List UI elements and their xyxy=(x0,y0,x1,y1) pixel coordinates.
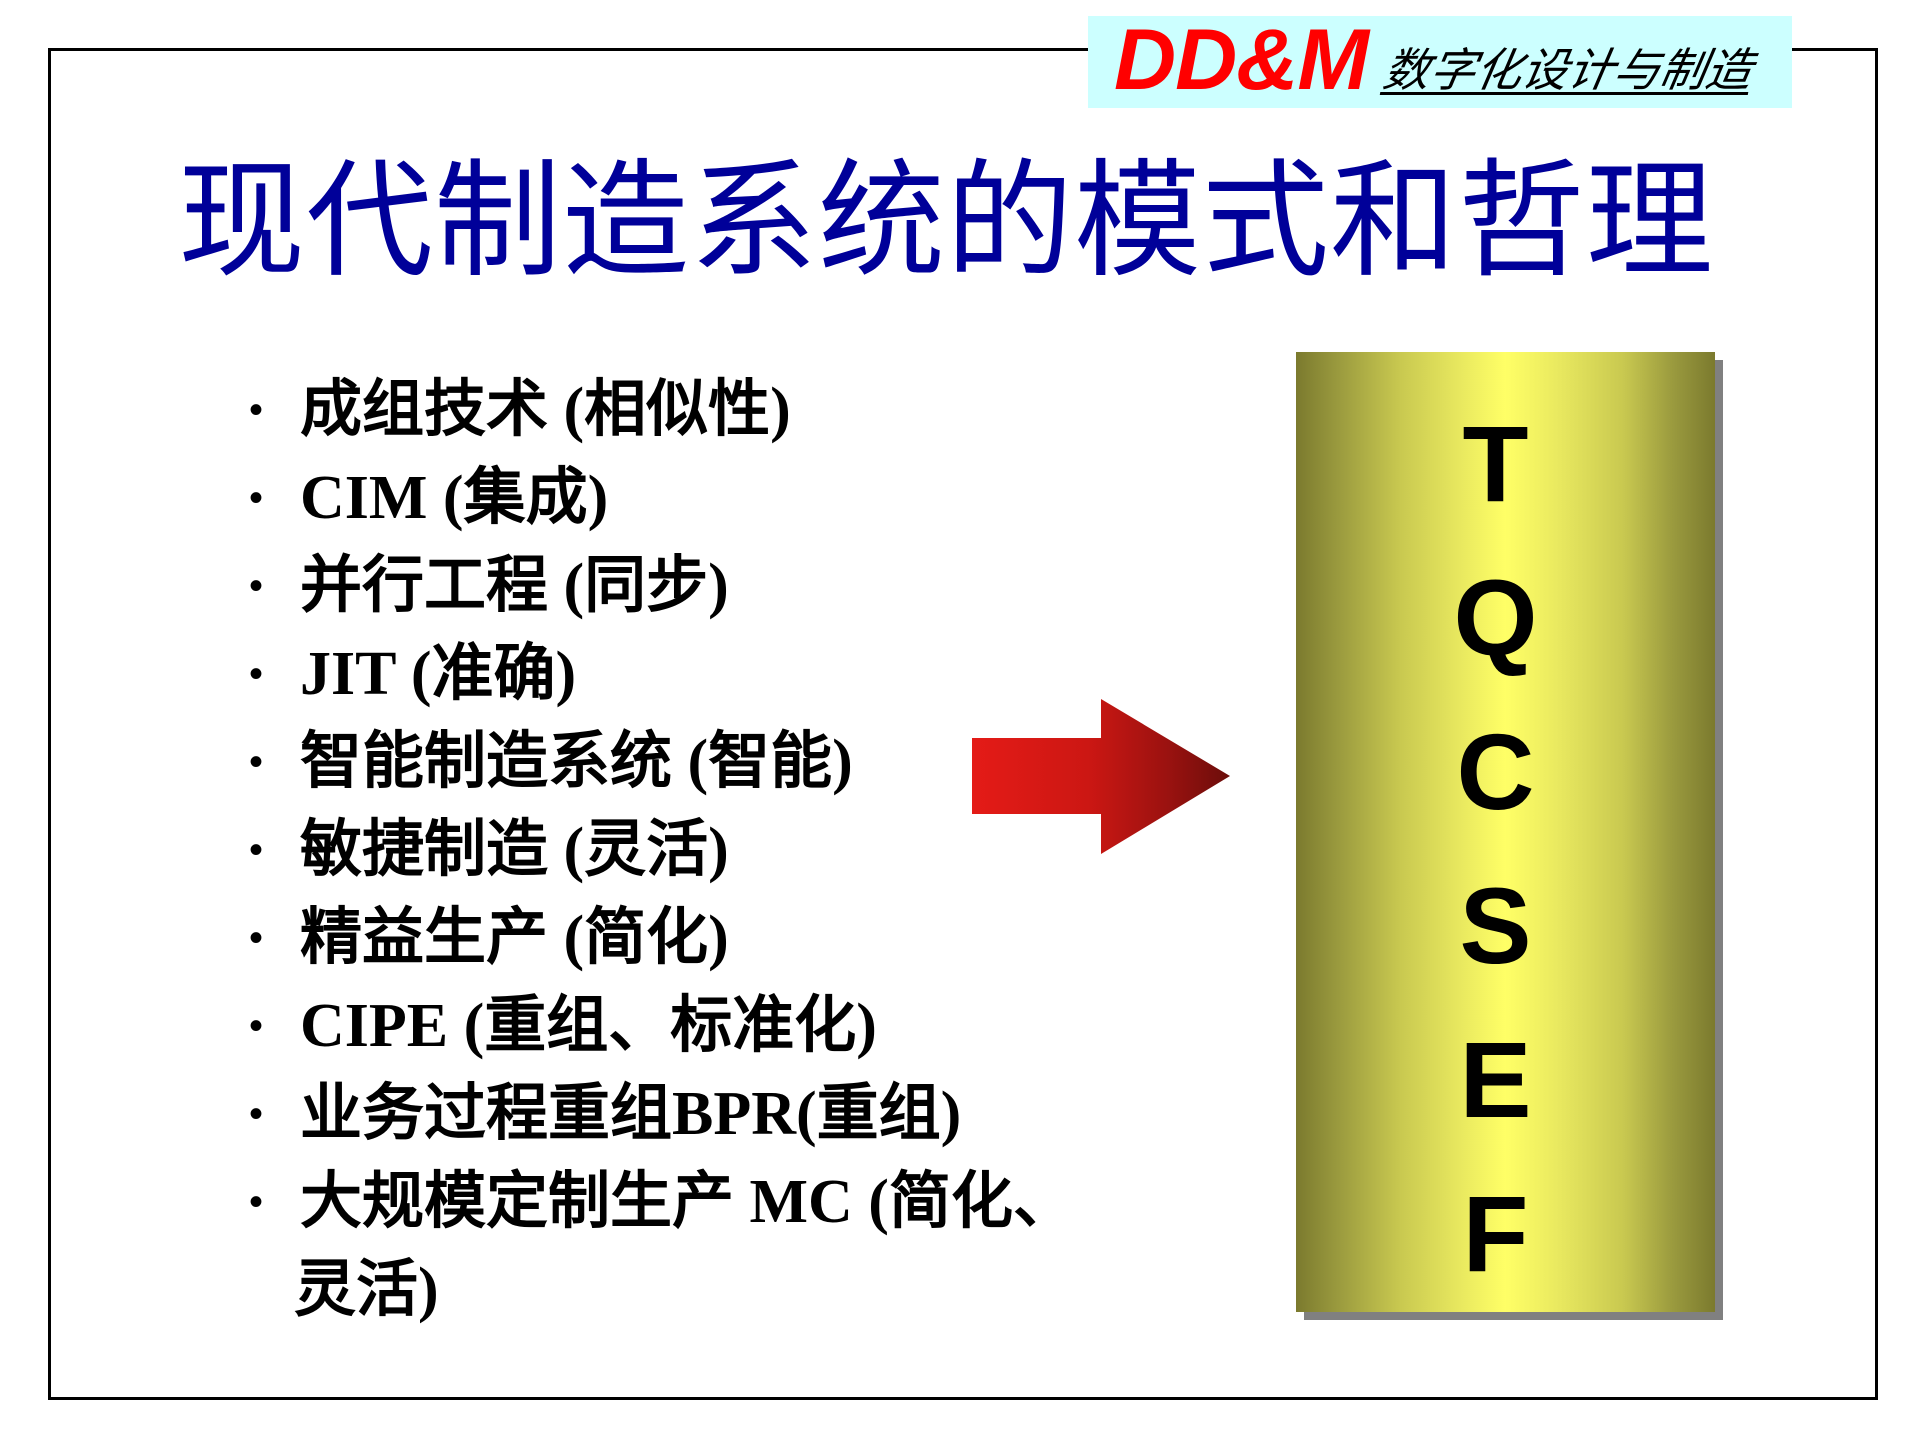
pillar-letter-c: C xyxy=(1456,711,1535,832)
list-item-text: 并行工程 (同步) xyxy=(300,552,729,620)
list-item: • 敏捷制造 (灵活) xyxy=(236,806,1116,894)
logo-subtitle: 数字化设计与制造 xyxy=(1379,45,1757,96)
list-item: • 业务过程重组BPR(重组) xyxy=(236,1070,1116,1158)
list-item-text: 敏捷制造 (灵活) xyxy=(300,816,729,884)
bullet-icon: • xyxy=(248,388,263,432)
logo-brand: DD&M xyxy=(1114,12,1369,108)
list-item: • CIM (集成) xyxy=(236,454,1116,542)
pillar-letter-f: F xyxy=(1462,1173,1529,1294)
bullet-icon: • xyxy=(248,476,263,520)
list-item: • 大规模定制生产 MC (简化、 xyxy=(236,1158,1116,1246)
pillar-letter-e: E xyxy=(1459,1019,1532,1140)
list-item-text: CIM (集成) xyxy=(300,464,609,532)
pillar-letter-q: Q xyxy=(1453,557,1538,678)
list-item: • 成组技术 (相似性) xyxy=(236,366,1116,454)
list-item-text: 精益生产 (简化) xyxy=(300,904,729,972)
list-item: • JIT (准确) xyxy=(236,630,1116,718)
list-item-text: JIT (准确) xyxy=(300,640,577,708)
bullet-icon: • xyxy=(248,916,263,960)
list-item: • 精益生产 (简化) xyxy=(236,894,1116,982)
right-arrow-icon xyxy=(972,699,1230,854)
bullet-icon: • xyxy=(248,652,263,696)
list-item-continuation: 灵活) xyxy=(236,1246,1116,1334)
bullet-icon: • xyxy=(248,1180,263,1224)
bullet-icon: • xyxy=(248,828,263,872)
bullet-icon: • xyxy=(248,564,263,608)
list-item-text: 成组技术 (相似性) xyxy=(300,376,791,444)
list-item: • CIPE (重组、标准化) xyxy=(236,982,1116,1070)
bullet-icon: • xyxy=(248,740,263,784)
pillar-letter-t: T xyxy=(1462,403,1529,524)
tqcsef-pillar: T Q C S E F xyxy=(1296,352,1715,1312)
logo-banner: DD&M 数字化设计与制造 xyxy=(1088,16,1792,108)
list-item-continuation-text: 灵活) xyxy=(294,1256,439,1324)
bullet-icon: • xyxy=(248,1092,263,1136)
list-item: • 智能制造系统 (智能) xyxy=(236,718,1116,806)
pillar-letter-s: S xyxy=(1459,865,1532,986)
bullet-icon: • xyxy=(248,1004,263,1048)
list-item-text: CIPE (重组、标准化) xyxy=(300,992,877,1060)
bullet-list: • 成组技术 (相似性) • CIM (集成) • 并行工程 (同步) • JI… xyxy=(236,366,1116,1334)
list-item-text: 业务过程重组BPR(重组) xyxy=(300,1080,962,1148)
list-item: • 并行工程 (同步) xyxy=(236,542,1116,630)
list-item-text: 智能制造系统 (智能) xyxy=(300,728,853,796)
list-item-text: 大规模定制生产 MC (简化、 xyxy=(300,1168,1075,1236)
slide-title: 现代制造系统的模式和哲理 xyxy=(178,153,1715,293)
slide-frame xyxy=(48,48,1878,1400)
